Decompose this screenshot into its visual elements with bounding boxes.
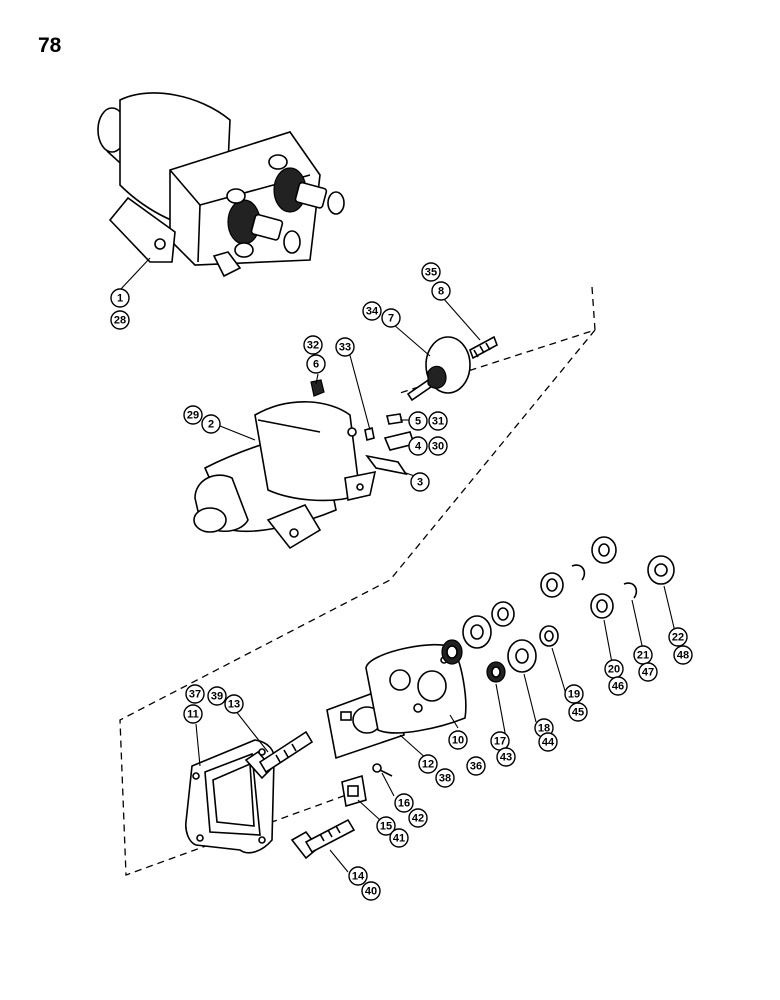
callout-4: 4	[408, 436, 428, 456]
small-hardware-illustration	[310, 379, 416, 476]
svg-text:37: 37	[189, 689, 201, 701]
callout-12: 12	[418, 754, 438, 774]
plunger-disc-illustration	[406, 335, 498, 402]
callout-21: 21	[633, 645, 653, 665]
svg-text:29: 29	[187, 410, 199, 422]
clip-screw-illustration	[341, 763, 393, 808]
callout-1: 1	[110, 288, 130, 308]
callout-48: 48	[673, 645, 693, 665]
svg-text:36: 36	[470, 761, 482, 773]
svg-text:43: 43	[500, 752, 512, 764]
svg-text:3: 3	[417, 477, 423, 489]
callout-37: 37	[185, 684, 205, 704]
callout-6: 6	[306, 354, 326, 374]
svg-text:16: 16	[398, 798, 410, 810]
callout-8: 8	[431, 281, 451, 301]
callout-41: 41	[389, 828, 409, 848]
callout-33: 33	[335, 337, 355, 357]
svg-text:11: 11	[187, 709, 199, 721]
svg-text:8: 8	[438, 286, 444, 298]
svg-text:30: 30	[432, 441, 444, 453]
callout-31: 31	[428, 411, 448, 431]
page-number: 78	[38, 34, 62, 57]
callout-46: 46	[608, 676, 628, 696]
svg-text:7: 7	[388, 313, 394, 325]
svg-text:31: 31	[432, 416, 444, 428]
svg-text:19: 19	[568, 689, 580, 701]
svg-text:40: 40	[365, 886, 377, 898]
svg-text:33: 33	[339, 342, 351, 354]
callout-38: 38	[435, 768, 455, 788]
callout-34: 34	[362, 301, 382, 321]
solenoid-assembly-illustration	[97, 92, 345, 278]
svg-text:41: 41	[393, 833, 405, 845]
callout-10: 10	[448, 730, 468, 750]
svg-text:4: 4	[415, 441, 422, 453]
callout-19: 19	[564, 684, 584, 704]
callout-39: 39	[207, 686, 227, 706]
svg-text:38: 38	[439, 773, 451, 785]
svg-text:22: 22	[672, 632, 684, 644]
terminal-plate-illustration	[365, 643, 467, 734]
terminal-bolts-illustration	[244, 730, 356, 860]
svg-text:42: 42	[412, 813, 424, 825]
svg-text:18: 18	[538, 723, 550, 735]
svg-text:34: 34	[366, 306, 379, 318]
callout-29: 29	[183, 405, 203, 425]
svg-text:44: 44	[542, 737, 555, 749]
svg-text:35: 35	[425, 267, 437, 279]
svg-text:10: 10	[452, 735, 464, 747]
svg-text:14: 14	[352, 871, 365, 883]
svg-text:48: 48	[677, 650, 689, 662]
callout-16: 16	[394, 793, 414, 813]
callout-40: 40	[361, 881, 381, 901]
svg-text:32: 32	[307, 340, 319, 352]
callout-28: 28	[110, 310, 130, 330]
callout-3: 3	[410, 472, 430, 492]
callout-36: 36	[466, 756, 486, 776]
svg-text:17: 17	[494, 736, 506, 748]
callout-2: 2	[201, 414, 221, 434]
svg-text:13: 13	[228, 699, 240, 711]
svg-text:15: 15	[380, 821, 392, 833]
callout-42: 42	[408, 808, 428, 828]
solenoid-housing-illustration	[193, 401, 377, 550]
callout-47: 47	[638, 662, 658, 682]
svg-text:20: 20	[608, 664, 620, 676]
callout-17: 17	[490, 731, 510, 751]
svg-text:21: 21	[637, 650, 649, 662]
svg-text:5: 5	[415, 416, 421, 428]
callout-15: 15	[376, 816, 396, 836]
washers-nuts-illustration	[441, 536, 675, 683]
callout-22: 22	[668, 627, 688, 647]
callout-14: 14	[348, 866, 368, 886]
svg-text:47: 47	[642, 667, 654, 679]
terminal-stud-lower	[226, 188, 301, 258]
callout-30: 30	[428, 436, 448, 456]
svg-text:28: 28	[114, 315, 126, 327]
callout-7: 7	[381, 308, 401, 328]
callout-20: 20	[604, 659, 624, 679]
svg-text:1: 1	[117, 293, 123, 305]
callout-45: 45	[568, 702, 588, 722]
callout-5: 5	[408, 411, 428, 431]
svg-text:2: 2	[208, 419, 214, 431]
callout-11: 11	[183, 704, 203, 724]
gasket-cover-illustration	[185, 739, 275, 854]
svg-text:12: 12	[422, 759, 434, 771]
terminal-stud-upper	[268, 154, 345, 215]
svg-text:39: 39	[211, 691, 223, 703]
callout-32: 32	[303, 335, 323, 355]
svg-text:6: 6	[313, 359, 319, 371]
callout-13: 13	[224, 694, 244, 714]
callout-35: 35	[421, 262, 441, 282]
callout-44: 44	[538, 732, 558, 752]
svg-text:46: 46	[612, 681, 624, 693]
callout-43: 43	[496, 747, 516, 767]
svg-text:45: 45	[572, 707, 584, 719]
